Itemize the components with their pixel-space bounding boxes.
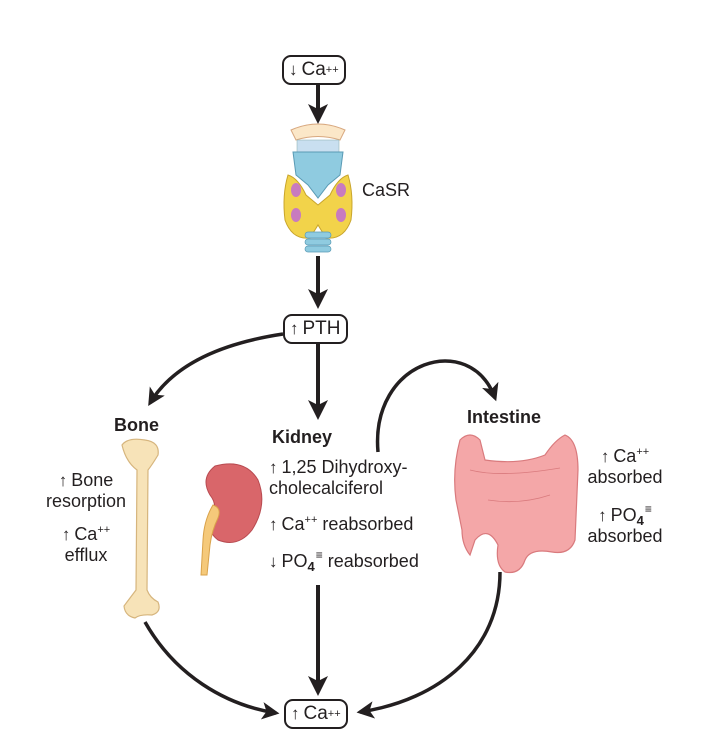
up-arrow-icon: ↑: [61, 525, 71, 544]
kidney-effect-ca-reabsorbed: ↑Ca++ reabsorbed: [269, 514, 414, 534]
intestine-effect-po4-absorbed: ↑PO4≡ absorbed: [587, 502, 663, 546]
kidney-effect-po4-reabsorbed: ↓PO4≡ reabsorbed: [269, 548, 419, 574]
down-arrow-icon: ↓: [289, 60, 298, 79]
casr-label: CaSR: [362, 180, 411, 200]
bone-effect-ca-efflux: ↑Ca++ efflux: [61, 524, 111, 565]
increased-pth-box: ↑ PTH: [283, 314, 348, 344]
arrow-pth-to-bone: [148, 332, 284, 406]
calcium-text: Ca: [303, 703, 328, 724]
arrow-kidney-to-intestine: [375, 359, 499, 453]
decreased-calcium-box: ↓ Ca++: [282, 55, 346, 85]
intestine-title: Intestine: [467, 407, 542, 427]
up-arrow-icon: ↑: [269, 515, 278, 534]
up-arrow-icon: ↑: [600, 447, 610, 466]
up-arrow-icon: ↑: [598, 506, 607, 525]
arrow-bone-to-ca: [143, 621, 280, 720]
increased-calcium-box: ↑ Ca++: [284, 699, 348, 729]
kidney-illustration: [200, 463, 263, 576]
calcium-text: Ca: [301, 59, 326, 80]
bone-effect-resorption: ↑Bone resorption: [45, 470, 127, 511]
up-arrow-icon: ↑: [290, 319, 299, 338]
bone-illustration: [121, 438, 160, 619]
kidney-title: Kidney: [272, 427, 333, 447]
down-arrow-icon: ↓: [269, 552, 278, 571]
intestine-effect-ca-absorbed: ↑Ca++ absorbed: [587, 446, 663, 487]
bone-title: Bone: [114, 415, 159, 435]
arrow-intestine-to-ca: [356, 571, 502, 719]
up-arrow-icon: ↑: [269, 458, 278, 477]
intestine-illustration: [454, 434, 579, 574]
up-arrow-icon: ↑: [291, 704, 300, 723]
pth-text: PTH: [302, 318, 341, 339]
thyroid-illustration: [283, 123, 353, 253]
kidney-effect-dihydroxycholecalciferol: ↑1,25 Dihydroxy- cholecalciferol: [269, 457, 408, 498]
up-arrow-icon: ↑: [58, 471, 68, 490]
